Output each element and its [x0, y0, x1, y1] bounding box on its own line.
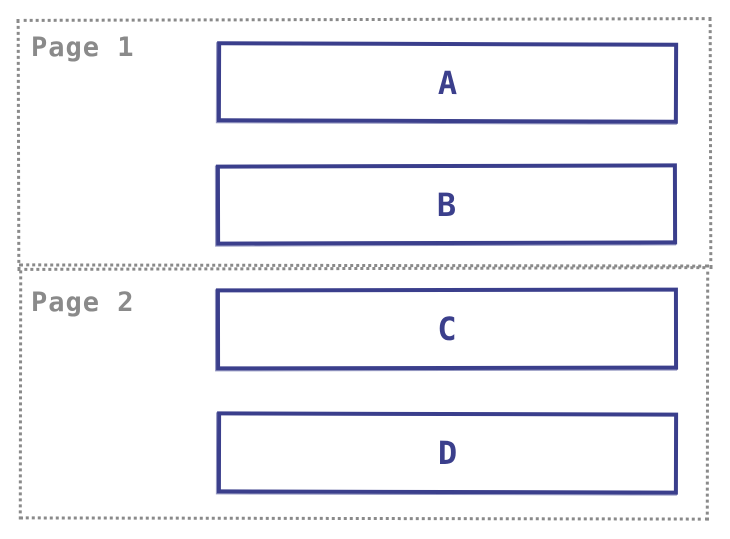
box-c: C: [215, 287, 679, 371]
page-1-label: Page 1: [31, 32, 135, 63]
box-d: D: [216, 411, 679, 495]
box-a: A: [216, 41, 679, 124]
box-b: B: [215, 163, 678, 246]
page-2-label: Page 2: [31, 287, 135, 318]
